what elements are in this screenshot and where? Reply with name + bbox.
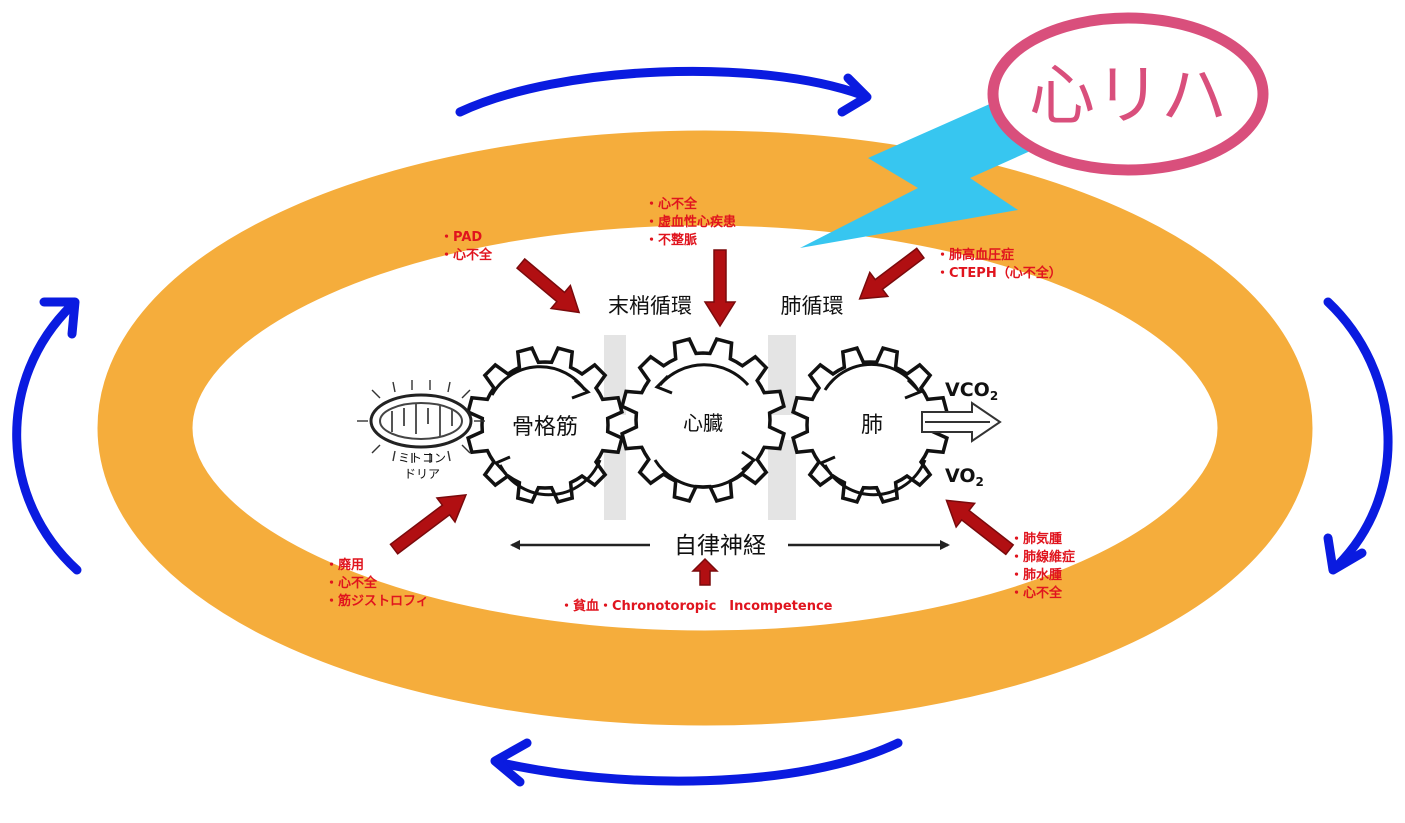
cardiac-rehab-badge: 心リハ (987, 12, 1269, 176)
cause-heart-2: ・不整脈 (645, 232, 697, 248)
vo2-label: VO2 (945, 465, 984, 489)
cause-anemia: ・貧血・Chronotoropic Incompetence (560, 598, 833, 614)
cycle-arrow-left (12, 300, 82, 575)
autonomic-nerve-label: 自律神経 (674, 533, 766, 559)
badge-text: 心リハ (1029, 57, 1227, 134)
cause-lung-0: ・肺気腫 (1010, 531, 1062, 547)
cycle-arrow-right (1323, 297, 1393, 570)
causes-lung: ・肺気腫 ・肺線維症 ・肺水腫 ・心不全 (1010, 531, 1075, 601)
causes-heart: ・心不全 ・虚血性心疾患 ・不整脈 (645, 196, 736, 248)
arrow-lung (945, 499, 1015, 556)
cause-heart-0: ・心不全 (645, 196, 698, 212)
arrow-pulm (858, 247, 926, 300)
arrow-muscle (389, 494, 468, 555)
pulmonary-circulation-label: 肺循環 (781, 294, 844, 318)
cause-lung-2: ・肺水腫 (1010, 567, 1062, 583)
lightning-bolt-icon (800, 95, 1055, 248)
orange-ring (97, 130, 1313, 726)
mitochondria-label-line2: ドリア (404, 467, 440, 481)
peripheral-circulation-label: 末梢循環 (608, 294, 692, 318)
cycle-arrow-top (455, 66, 867, 117)
cause-arrows (389, 247, 1015, 586)
cause-muscle-1: ・心不全 (325, 575, 378, 591)
cause-muscle-0: ・廃用 (325, 557, 364, 573)
cause-lung-1: ・肺線維症 (1010, 549, 1075, 565)
cycle-arrow-bottom-head (490, 738, 532, 787)
cycle-arrow-top-head (837, 73, 872, 117)
cycle-arrow-left-head (39, 297, 80, 339)
causes-muscle: ・廃用 ・心不全 ・筋ジストロフィ (325, 557, 429, 609)
cause-pad-1: ・心不全 (440, 247, 493, 263)
causes-pad: ・PAD ・心不全 (440, 230, 493, 263)
cycle-arrow-bottom (492, 738, 903, 786)
cause-pad-0: ・PAD (440, 230, 482, 245)
cycle-arrow-right-head (1323, 533, 1367, 575)
cause-pulm-0: ・肺高血圧症 (936, 247, 1014, 263)
cause-muscle-2: ・筋ジストロフィ (325, 593, 429, 609)
rotation-arcs (490, 362, 927, 497)
cycle-arrows (12, 66, 1393, 787)
cause-pulm-1: ・CTEPH（心不全） (936, 265, 1062, 281)
vco2-label: VCO2 (945, 379, 998, 403)
gas-exchange-arrows-icon (921, 401, 1002, 443)
arrow-heart (703, 249, 737, 328)
arrow-anemia (691, 557, 719, 586)
gear-lung (791, 346, 949, 504)
arrow-pad (515, 257, 581, 314)
cause-heart-1: ・虚血性心疾患 (645, 214, 736, 230)
gear-label-lung: 肺 (861, 413, 883, 438)
causes-pulm: ・肺高血圧症 ・CTEPH（心不全） (936, 247, 1062, 281)
mitochondria-label-line1: ミトコン (398, 451, 446, 465)
mitochondria-icon (357, 380, 485, 463)
cause-lung-3: ・心不全 (1010, 585, 1063, 601)
gear-label-heart: 心臓 (683, 411, 723, 435)
gear-label-muscle: 骨格筋 (512, 415, 578, 440)
